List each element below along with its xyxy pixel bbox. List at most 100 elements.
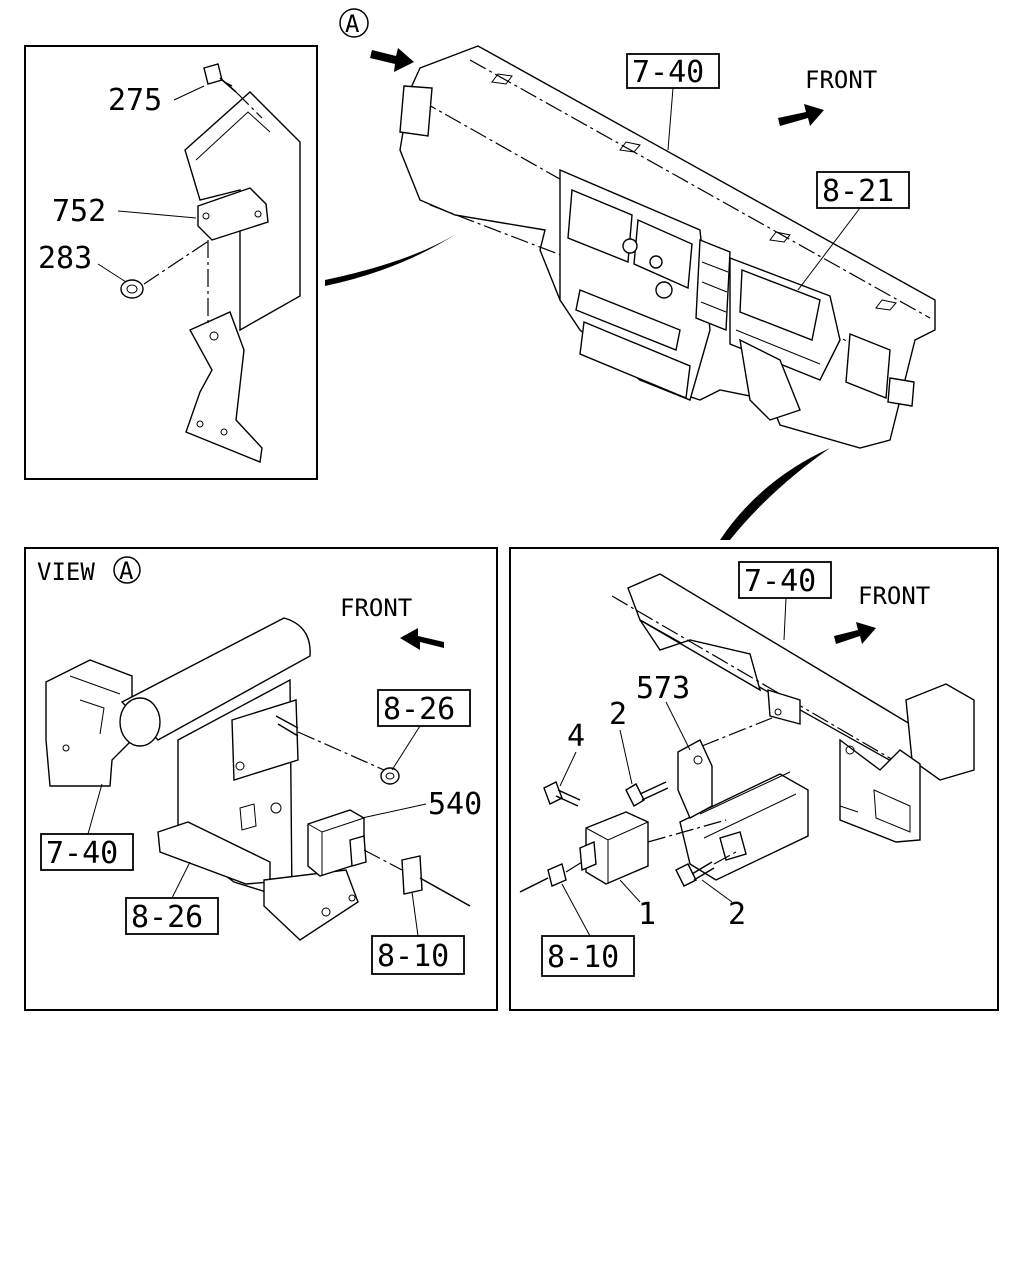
dash-plug-unit [565,861,583,873]
radio-slot [575,289,681,351]
view-marker-circle [339,8,369,38]
part-label-2-upper: 2 [609,697,627,732]
dash-573-beam [701,717,773,747]
part-label-573: 573 [636,671,690,706]
relay-connector [349,835,367,867]
center-vent-left [567,188,633,264]
side-vent [399,85,433,137]
lower-hole-1 [209,331,219,341]
ref-box-7-40-br [738,561,832,599]
ref-label-8-10-br: 8-10 [547,940,619,975]
bracket-573-lower-tab [719,831,747,861]
screw-4-icon [543,781,581,807]
control-unit-1 [585,811,649,885]
right-frame-foot [839,805,859,813]
dash-nut-283 [143,239,211,285]
view-marker-letter: A [345,10,360,38]
ref-box-7-40-view-a [40,833,134,871]
view-a-marker-letter: A [119,557,134,585]
part-label-283: 283 [38,241,92,276]
beam-flange [767,689,801,725]
ref-label-7-40-view-a: 7-40 [46,836,118,871]
detail-panel-top-left: 275 752 283 [24,45,318,480]
detail-frame-bottom-right [509,547,999,1011]
harness-wire [419,877,471,907]
right-frame-leg [839,738,921,843]
bracket-752 [197,187,269,241]
ref-box-8-10-view-a [371,935,465,975]
front-label-view-a: FRONT [340,594,412,622]
bracket-mount-tab [231,699,299,781]
ref-label-8-26-top: 8-26 [383,692,455,727]
defroster-vent-1 [491,73,513,85]
switch-bank [695,238,731,332]
bracket-573 [679,773,809,881]
bolt-275-icon [203,63,237,93]
bracket-leg-hole-2 [348,894,356,902]
bolt-2-lower-icon [675,861,715,887]
leader-8-21 [797,207,861,291]
bracket-573-tab [677,739,713,819]
control-unit-edge [585,821,649,884]
detail-frame-view-a [24,547,498,1011]
beam-hole [774,708,782,716]
nut-283-icon [120,279,144,299]
cross-tube-end [119,697,161,747]
knob-2 [649,255,663,269]
defroster-vent-3 [769,231,791,243]
bracket-leg-hole-1 [321,907,331,917]
bracket-hole-2 [254,210,262,218]
leader-752 [117,210,197,219]
leader-7-40-view-a [87,783,103,835]
steering-column-cutout [739,338,801,421]
front-arrow-view-a [400,628,444,650]
mount-tab-hole [235,761,245,771]
bracket-slot [239,803,257,831]
front-arrow-bottom-right [834,622,876,644]
right-frame-hole [845,745,855,755]
ref-box-8-21 [816,171,910,209]
lower-support-bracket [185,311,263,463]
leader-573 [665,701,691,751]
plate-slot [195,111,271,161]
harness-connector [401,855,423,895]
dash-relay-harness [363,849,403,871]
detail-panel-bottom-right: FRONT [509,547,999,1011]
lower-panel [579,321,691,399]
right-block [887,377,915,407]
part-label-4: 4 [567,719,585,754]
part-label-275: 275 [108,83,162,118]
detail-frame-top-left [24,45,318,480]
frame-block-hole [62,744,70,752]
stud-detail [275,715,299,737]
ref-label-8-21: 8-21 [822,174,894,209]
leader-7-40-top [667,87,674,151]
front-arrow-top [778,104,824,126]
leader-7-40-br [783,597,787,641]
knob-3 [655,281,673,299]
part-label-752: 752 [52,194,106,229]
harness-wire-br [519,877,549,893]
nut-8-26-icon [380,767,400,785]
bracket-hole-1 [202,212,210,220]
part-label-1: 1 [638,897,656,932]
view-a-marker-circle [113,556,141,584]
defroster-vent-2 [619,141,641,153]
ref-label-7-40-br: 7-40 [744,564,816,599]
cross-tube [120,617,311,741]
beam-lower-edge [639,619,762,692]
relay-top-edge [307,817,365,876]
switch-row [700,261,729,313]
ref-box-8-26-bottom [125,897,219,935]
leader-283 [97,263,127,283]
cluster-lower [735,329,821,365]
cluster-gauge-face [739,268,821,341]
ref-box-8-26-top [377,689,471,727]
dashboard-top-edge [469,59,931,319]
bracket-573-rib [699,771,797,839]
ref-label-7-40-top: 7-40 [632,55,704,90]
detail-panel-view-a: VIEW A FRONT [24,547,498,1011]
callout-swoosh-right [720,448,830,540]
ref-box-8-10-br [541,935,635,977]
bracket-round-hole [270,802,282,814]
